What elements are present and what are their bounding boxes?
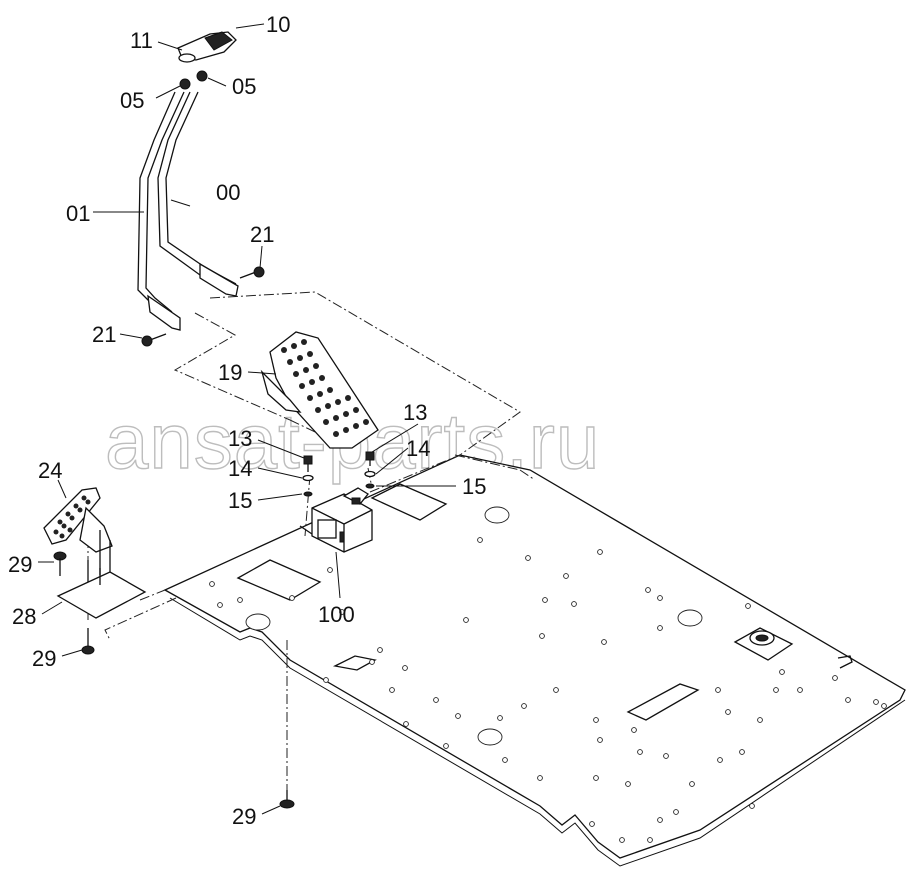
bolt-21-upper [239, 266, 265, 279]
label-29-upper: 29 [8, 552, 32, 577]
label-05-right: 05 [232, 74, 256, 99]
valve-100 [299, 487, 373, 553]
label-15-right: 15 [462, 474, 486, 499]
label-21-lower: 21 [92, 322, 116, 347]
bolt-29-lower [279, 790, 295, 809]
label-28: 28 [12, 604, 36, 629]
plate-28 [56, 560, 147, 619]
leader-lines [38, 23, 456, 815]
floor-boss [733, 627, 794, 661]
nut-05-left [179, 78, 191, 90]
bolt-13-right [365, 451, 375, 466]
bolt-29-middle [81, 628, 95, 655]
pedal-19 [260, 331, 379, 449]
label-11: 11 [130, 28, 153, 53]
label-10: 10 [266, 12, 290, 37]
floor-plate [163, 454, 906, 867]
label-24: 24 [38, 458, 62, 483]
label-01: 01 [66, 201, 90, 226]
washer-14-left [302, 474, 314, 482]
label-100: 100 [318, 602, 355, 627]
washer-14-right [364, 470, 376, 478]
label-00: 00 [216, 180, 240, 205]
label-14-left: 14 [228, 456, 252, 481]
label-19: 19 [218, 360, 242, 385]
part-labels: 11 10 05 05 00 01 21 21 19 13 13 14 14 2… [8, 12, 486, 829]
label-13-right: 13 [403, 400, 427, 425]
washer-15-right [365, 483, 375, 489]
label-29-middle: 29 [32, 646, 56, 671]
lever-00 [157, 91, 239, 297]
label-05-left: 05 [120, 88, 144, 113]
label-29-lower: 29 [232, 804, 256, 829]
label-13-left: 13 [228, 426, 252, 451]
bolt-21-lower [141, 333, 167, 347]
bolt-13-left [303, 455, 313, 472]
pedal-24 [43, 487, 113, 578]
label-14-right: 14 [406, 436, 430, 461]
nut-05-right [196, 70, 208, 82]
lever-01 [137, 91, 185, 331]
washer-15-left [303, 491, 313, 497]
knob-10-11 [177, 31, 237, 63]
label-21-upper: 21 [250, 222, 274, 247]
bolt-29-upper [53, 551, 67, 576]
label-15-left: 15 [228, 488, 252, 513]
